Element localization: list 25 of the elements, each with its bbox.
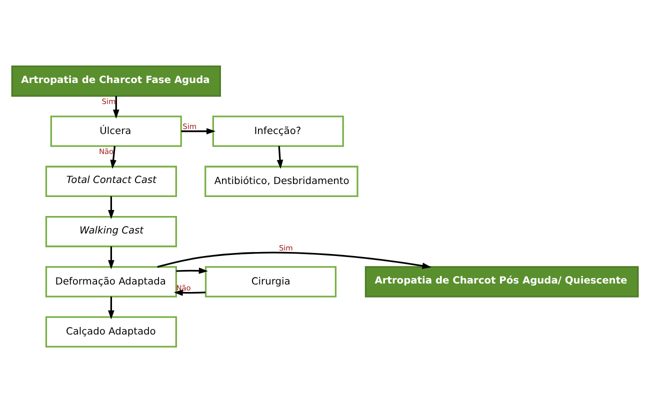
edge-label: Sim [278,243,293,252]
edge-label: Sim [182,121,197,130]
node-box: Antibiótico, Desbridamento [204,165,358,197]
arrow [110,146,116,168]
node-box: Deformação Adaptada [45,266,177,297]
arrow [108,196,114,219]
arrow [174,289,206,296]
edge-label: Não [98,146,114,156]
arrow [157,251,432,268]
node-box: Úlcera [50,115,182,146]
arrow [276,146,284,168]
node-box: Total Contact Cast [45,165,177,197]
arrow [176,267,208,274]
node-box: Walking Cast [45,215,177,247]
arrow [112,95,120,118]
arrow [108,296,114,319]
arrow [181,128,216,134]
edge-label: Sim [102,96,116,106]
arrow [108,246,114,269]
node-box: Calçado Adaptado [45,316,177,348]
node-box: Artropatia de Charcot Fase Aguda [11,64,221,96]
node-box: Artropatia de Charcot Pós Aguda/ Quiescente [364,266,639,297]
edge-label: Não [176,283,191,292]
node-box: Infecção? [212,115,344,146]
node-box: Cirurgia [204,266,337,297]
